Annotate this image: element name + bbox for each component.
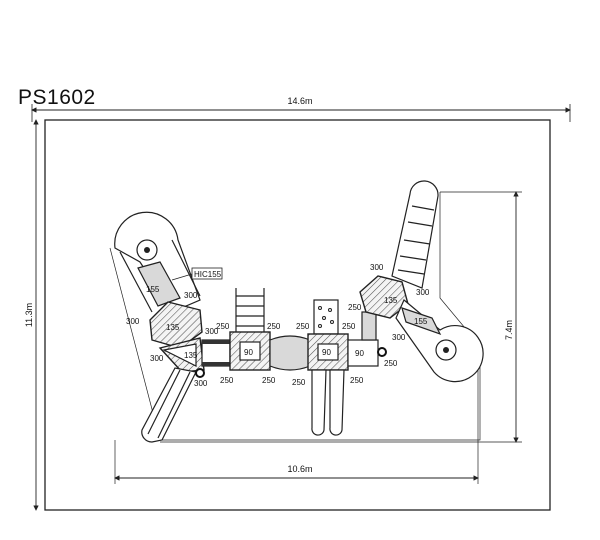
inner-height-label: 7.4m — [504, 320, 514, 340]
height-label: 250 — [262, 376, 276, 385]
ladder — [235, 288, 265, 332]
left-straight-slide — [141, 367, 197, 443]
height-label: 250 — [216, 322, 230, 331]
height-label: 250 — [220, 376, 234, 385]
climbing-wall — [313, 299, 339, 335]
right-tube-slide — [391, 180, 439, 289]
tunnel-bridge — [269, 335, 311, 371]
outer-height-dimension: 11.3m — [24, 119, 39, 511]
center-left-platform-inner — [239, 341, 261, 361]
hic-callout: HIC155 — [171, 267, 223, 281]
drawing-title: PS1602 — [18, 86, 96, 109]
left-tower-top-label: 135 — [166, 323, 180, 332]
bridge-left — [201, 339, 231, 367]
height-label: 250 — [342, 322, 356, 331]
climbing-holds — [318, 306, 334, 328]
height-label: 250 — [384, 359, 398, 368]
left-tower-triangle — [162, 343, 197, 367]
height-label: 300 — [392, 333, 406, 342]
double-slide — [311, 369, 345, 436]
gear-icon-right — [377, 347, 387, 357]
gear-icon — [195, 368, 205, 378]
equipment-footprint — [109, 192, 481, 441]
height-label: 300 — [370, 263, 384, 272]
right-step-label: 90 — [355, 349, 364, 358]
hic-label: HIC155 — [194, 270, 222, 279]
inner-width-label: 10.6m — [287, 464, 312, 474]
right-slide-label: 155 — [414, 317, 428, 326]
right-connector — [361, 311, 377, 341]
outer-width-dimension: 14.6m — [31, 96, 571, 122]
left-tower-platform-upper — [149, 301, 203, 349]
bridge-left-rail-top — [202, 340, 230, 344]
safety-zone-boundary — [44, 119, 551, 511]
height-label: 300 — [194, 379, 208, 388]
height-label: 250 — [267, 322, 281, 331]
right-curved-slide — [395, 299, 484, 383]
left-tower-bottom-label: 135 — [184, 351, 198, 360]
height-label: 250 — [350, 376, 364, 385]
height-label: 250 — [296, 322, 310, 331]
height-label: 300 — [416, 288, 430, 297]
left-slide-label: 155 — [146, 285, 160, 294]
outer-width-label: 14.6m — [287, 96, 312, 106]
height-label: 300 — [150, 354, 164, 363]
height-label: 250 — [348, 303, 362, 312]
outer-height-label: 11.3m — [24, 303, 34, 327]
right-tower-label: 135 — [384, 296, 398, 305]
center-right-platform-label: 90 — [322, 348, 331, 357]
left-curved-slide — [114, 211, 201, 313]
height-label: 300 — [126, 317, 140, 326]
center-right-platform-inner — [317, 343, 339, 361]
bridge-left-rail-bottom — [202, 362, 230, 366]
height-label: 250 — [292, 378, 306, 387]
height-label: 300 — [184, 291, 198, 300]
inner-height-dimension: 7.4m — [160, 191, 522, 443]
right-step-platform — [347, 339, 379, 367]
center-left-platform-label: 90 — [244, 348, 253, 357]
height-label: 300 — [205, 327, 219, 336]
